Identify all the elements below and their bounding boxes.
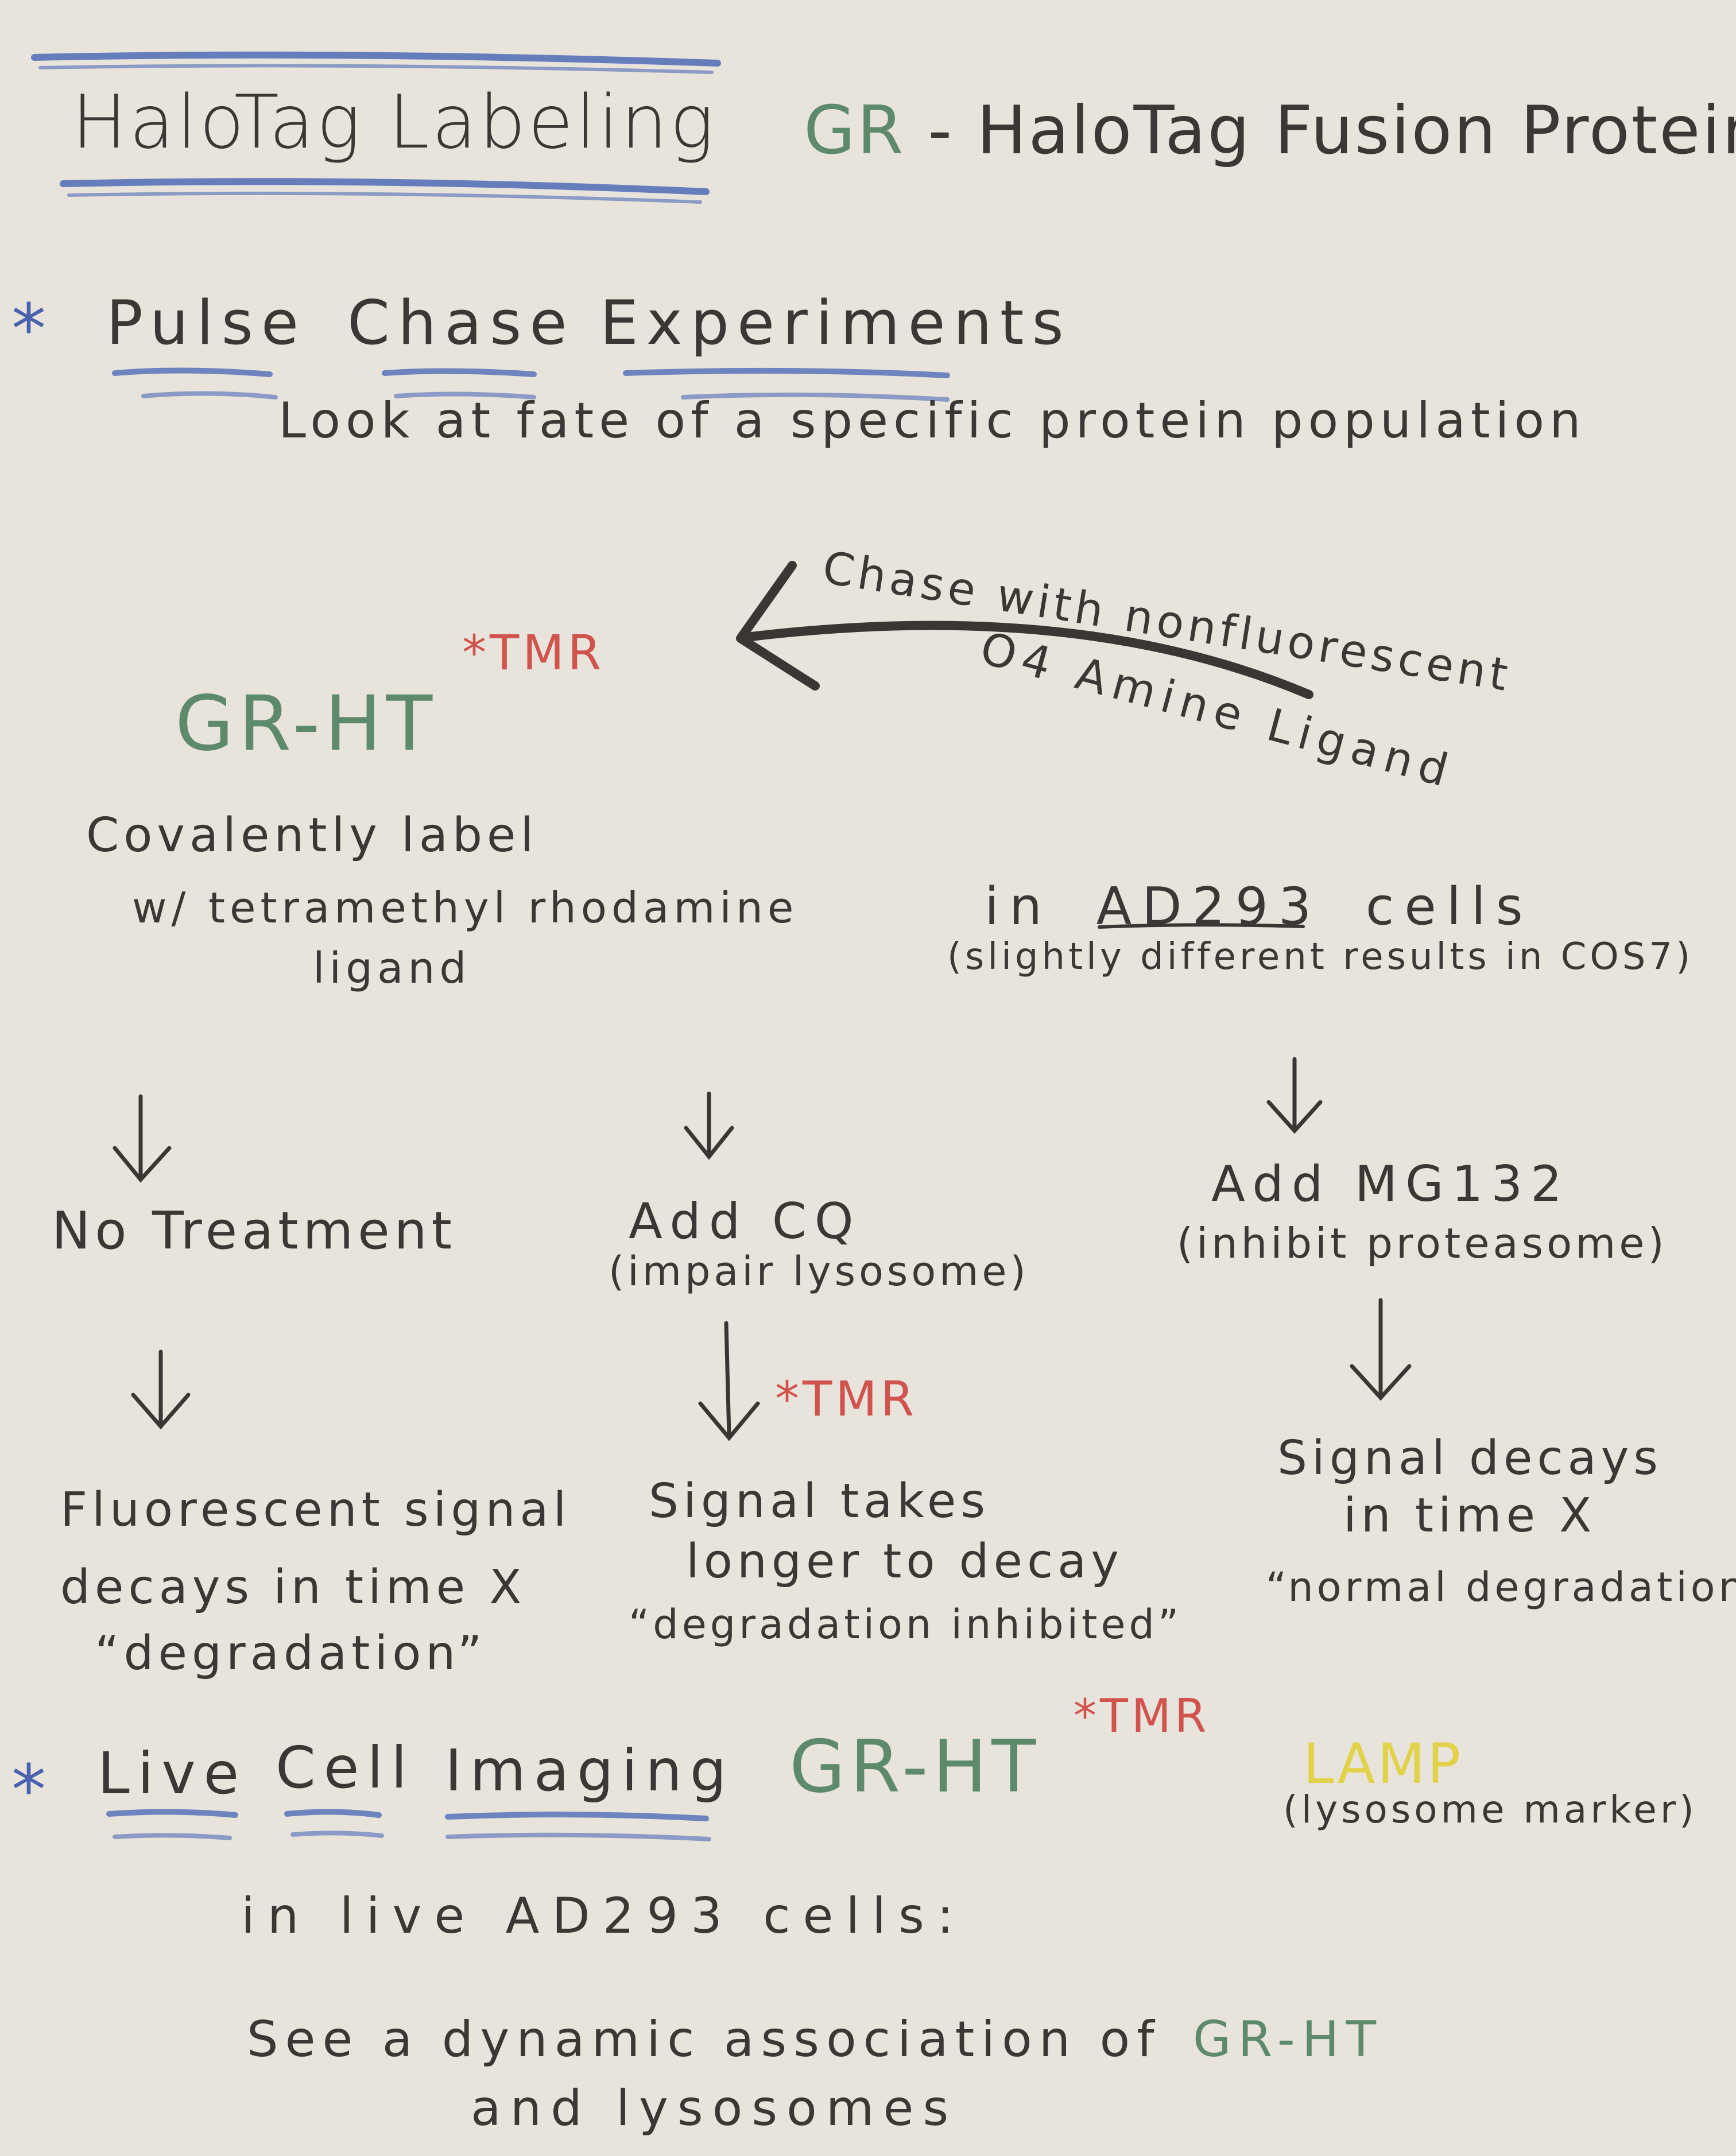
conclusion-line-1: See a dynamic association of GR-HT bbox=[247, 2015, 1383, 2064]
cells-name: AD293 bbox=[1096, 877, 1322, 937]
branch-1-result-2: decays in time X bbox=[60, 1560, 526, 1615]
branch-3-result-2: in time X bbox=[1343, 1488, 1596, 1543]
experiments-underline bbox=[623, 367, 950, 378]
chase-arrow bbox=[742, 621, 1313, 699]
branch-3-treatment: Add MG132 bbox=[1211, 1155, 1570, 1213]
cells-line: in AD293 cells bbox=[985, 881, 1533, 933]
cells-prefix: in bbox=[985, 877, 1053, 937]
branch-1-treatment: No Treatment bbox=[52, 1201, 456, 1261]
branch-1-result-1: Fluorescent signal bbox=[60, 1483, 571, 1537]
branch-2-treatment: Add CQ bbox=[629, 1193, 862, 1250]
title-underline bbox=[60, 178, 710, 195]
fusion-protein-suffix: - HaloTag Fusion Protein bbox=[905, 92, 1736, 169]
cell-underline bbox=[284, 1809, 382, 1818]
heading-imaging: Imaging bbox=[445, 1737, 735, 1804]
branch-2-result-3: “degradation inhibited” bbox=[629, 1601, 1183, 1648]
fusion-protein-gr: GR bbox=[804, 92, 905, 169]
heading-live: Live bbox=[98, 1740, 247, 1807]
branch-3-note: (inhibit proteasome) bbox=[1177, 1219, 1668, 1267]
live-underline bbox=[106, 1809, 238, 1818]
label-line-1: Covalently label bbox=[86, 808, 538, 863]
label-line-3: ligand bbox=[313, 944, 471, 993]
lamp-note: (lysosome marker) bbox=[1283, 1787, 1698, 1832]
down-arrow-1 bbox=[113, 1094, 172, 1183]
gr-ht-label: GR-HT bbox=[175, 680, 437, 768]
imaging-underline bbox=[445, 1812, 709, 1821]
branch-1-result-3: “degradation” bbox=[95, 1626, 487, 1681]
heading-experiments: Experiments bbox=[600, 288, 1072, 358]
heading-cell: Cell bbox=[276, 1734, 415, 1801]
lamp-label: LAMP bbox=[1303, 1732, 1463, 1796]
down-arrow-2 bbox=[684, 1091, 734, 1160]
conclusion-prefix: See a dynamic association of bbox=[247, 2011, 1161, 2068]
branch-3-result-1: Signal decays bbox=[1277, 1431, 1663, 1486]
tmr-superscript: *TMR bbox=[462, 625, 605, 681]
bullet-star-2: * bbox=[11, 1751, 46, 1831]
heading-chase: Chase bbox=[347, 288, 575, 358]
down-arrow-6 bbox=[1350, 1298, 1412, 1401]
pulse-underline bbox=[112, 367, 273, 377]
ad293-underline bbox=[1098, 923, 1305, 929]
title-overline bbox=[31, 51, 721, 67]
chase-underline bbox=[382, 368, 537, 377]
title-label: HaloTag Labeling bbox=[72, 80, 716, 165]
live-cells-line: in live AD293 cells: bbox=[241, 1887, 966, 1945]
pulse-chase-subtitle: Look at fate of a specific protein popul… bbox=[278, 392, 1586, 449]
branch-2-note: (impair lysosome) bbox=[609, 1248, 1029, 1295]
bullet-star-1: * bbox=[11, 290, 46, 370]
cells-suffix: cells bbox=[1365, 877, 1533, 937]
down-arrow-3 bbox=[1266, 1057, 1323, 1134]
down-arrow-4 bbox=[131, 1350, 191, 1430]
branch-3-result-3: “normal degradation” bbox=[1266, 1564, 1736, 1611]
branch-2-result-1: Signal takes bbox=[649, 1474, 990, 1529]
conclusion-gr-ht: GR-HT bbox=[1192, 2011, 1384, 2068]
heading-pulse: Pulse bbox=[106, 288, 307, 358]
cells-note: (slightly different results in COS7) bbox=[947, 936, 1694, 978]
down-arrow-5 bbox=[698, 1321, 760, 1441]
branch-2-result-2: longer to decay bbox=[686, 1534, 1123, 1589]
conclusion-line-2: and lysosomes bbox=[471, 2080, 958, 2137]
live-gr-ht: GR-HT bbox=[789, 1724, 1041, 1809]
branch-2-tmr-mark: *TMR bbox=[775, 1371, 918, 1427]
live-tmr-superscript: *TMR bbox=[1074, 1689, 1210, 1743]
label-line-2: w/ tetramethyl rhodamine bbox=[132, 883, 799, 933]
fusion-protein-title: GR - HaloTag Fusion Protein bbox=[804, 98, 1736, 164]
